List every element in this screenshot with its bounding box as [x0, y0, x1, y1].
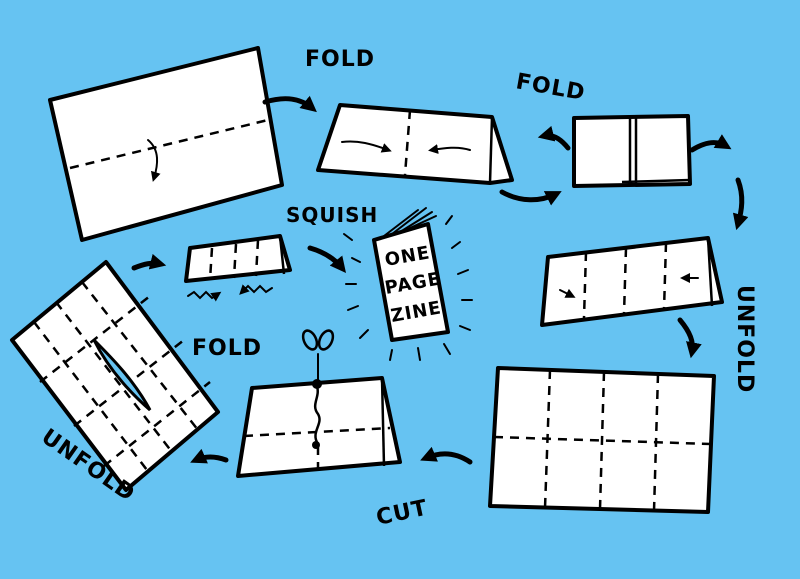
- step1-sheet: [48, 46, 284, 242]
- step5-unfolded-sheet: [488, 366, 716, 514]
- squiggle-left: [187, 290, 222, 302]
- step7-slit-sheet: [10, 260, 220, 492]
- step4-long-tent: [540, 236, 724, 327]
- step3-folded-quarter: [572, 114, 692, 188]
- arrow-step4-to-step5: [677, 317, 702, 359]
- step2-folded-half: [316, 103, 514, 185]
- squiggle-right: [239, 284, 273, 295]
- final-zine-booklet: [343, 207, 473, 361]
- scissors-icon: [301, 329, 335, 381]
- step6-cut-tent: [236, 376, 402, 478]
- arrow-step3-out: [689, 134, 732, 153]
- arrow-step1-to-step2: [262, 95, 317, 113]
- label-fold-middle: FOLD: [192, 336, 262, 361]
- arrow-into-step3: [537, 125, 571, 151]
- arrow-step6-to-step7: [190, 448, 229, 464]
- step8-folded-strip: [184, 234, 292, 283]
- arrow-step3-to-step4: [732, 177, 749, 231]
- arrow-step5-to-step6: [420, 446, 473, 465]
- label-unfold-right: UNFOLD: [732, 285, 757, 393]
- arrow-step2-to-step3: [499, 189, 562, 206]
- arrow-step7-to-step8: [131, 253, 167, 271]
- arrow-step8-to-zine: [307, 245, 346, 273]
- label-fold-top-left: FOLD: [305, 47, 375, 72]
- label-squish: SQUISH: [286, 203, 378, 227]
